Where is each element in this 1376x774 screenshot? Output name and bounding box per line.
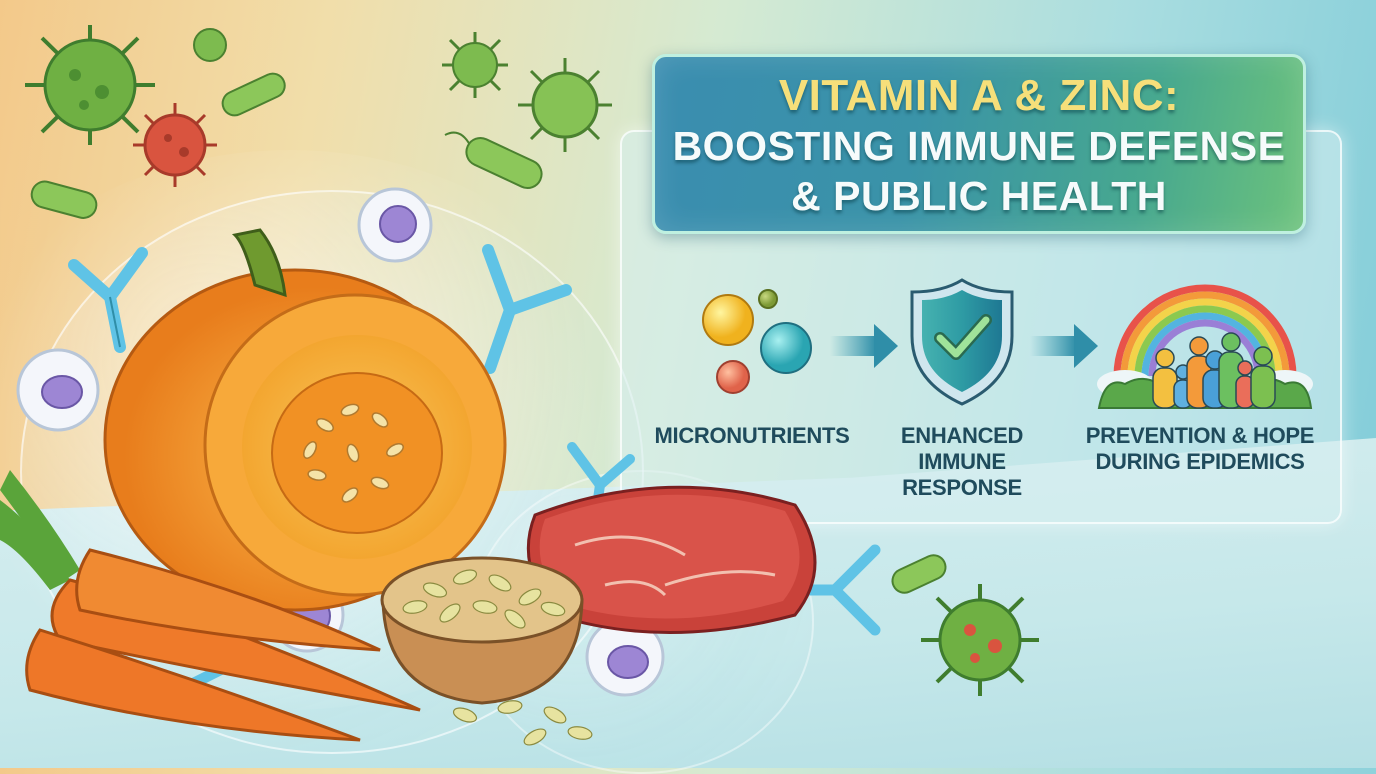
virus-small-green-icon	[193, 28, 227, 62]
step-label-prevention-hope: PREVENTION & HOPE DURING EPIDEMICS	[1085, 423, 1315, 474]
step-label-enhanced-immune-response: ENHANCED IMMUNE RESPONSE	[900, 423, 1024, 500]
virus-green-icon	[442, 32, 508, 98]
step-label-micronutrients: MICRONUTRIENTS	[654, 423, 850, 448]
arrow-right-icon	[830, 324, 898, 368]
virus-green-red-icon	[921, 584, 1039, 696]
steak-illustration	[526, 485, 817, 634]
bacteria-icon	[891, 554, 947, 594]
title-line-3: & PUBLIC HEALTH	[791, 173, 1167, 219]
pumpkin-illustration	[103, 228, 507, 612]
rainbow-community-icon	[1097, 284, 1313, 409]
white-blood-cell-icon	[357, 187, 433, 263]
antibody-icon	[482, 244, 572, 374]
white-blood-cell-icon	[16, 348, 100, 432]
virus-green-icon	[25, 25, 155, 145]
loose-seeds-illustration	[452, 700, 593, 746]
micronutrient-spheres-icon	[702, 289, 812, 394]
virus-red-icon	[133, 103, 217, 187]
virus-green-icon	[518, 58, 612, 152]
bacteria-icon	[444, 131, 543, 189]
antibody-icon	[68, 247, 148, 353]
title-line-1: VITAMIN A & ZINC:	[778, 71, 1180, 120]
arrow-right-icon	[1030, 324, 1098, 368]
title-banner: VITAMIN A & ZINC: BOOSTING IMMUNE DEFENS…	[652, 54, 1306, 234]
bacteria-icon	[30, 180, 98, 219]
title-line-2: BOOSTING IMMUNE DEFENSE	[672, 123, 1286, 169]
carrots-illustration	[0, 470, 421, 742]
bacteria-icon	[221, 72, 286, 117]
white-blood-cell-icon	[585, 617, 665, 697]
seed-bowl-illustration	[380, 556, 584, 705]
shield-check-icon	[910, 278, 1014, 406]
